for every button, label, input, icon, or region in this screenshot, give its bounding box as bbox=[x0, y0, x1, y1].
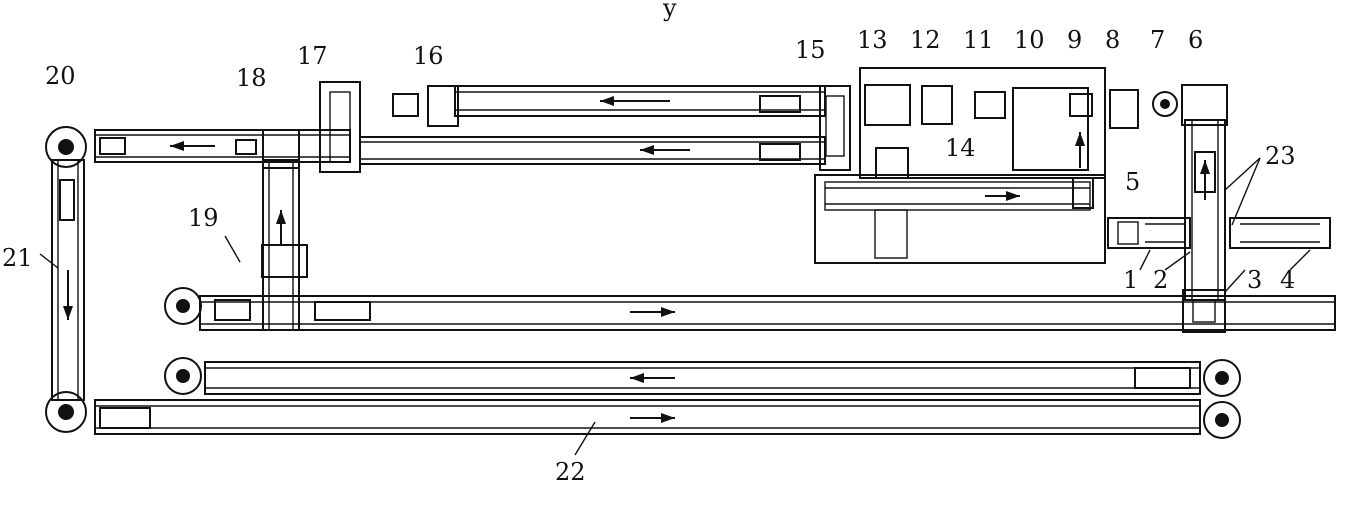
label-22: 22 bbox=[555, 458, 586, 486]
label-23: 23 bbox=[1265, 142, 1296, 170]
conveyor-return-upper bbox=[204, 361, 1201, 395]
leader-lines bbox=[39, 157, 1311, 456]
machine-housing bbox=[814, 67, 1106, 264]
label-1: 1 bbox=[1123, 266, 1138, 294]
label-11: 11 bbox=[963, 26, 994, 54]
conveyor-22-bottom bbox=[94, 399, 1201, 435]
label-16: 16 bbox=[413, 42, 444, 70]
label-18: 18 bbox=[236, 64, 267, 92]
flow-arrows bbox=[63, 96, 1210, 423]
label-5: 5 bbox=[1125, 168, 1140, 196]
wheels bbox=[45, 91, 1241, 439]
label-8: 8 bbox=[1105, 26, 1120, 54]
actuators-1-4 bbox=[1107, 217, 1331, 249]
label-17: 17 bbox=[297, 42, 328, 70]
conveyor-23-vertical bbox=[1181, 84, 1228, 333]
conveyor-left-top bbox=[94, 129, 351, 163]
label-7: 7 bbox=[1150, 26, 1165, 54]
label-15: 15 bbox=[795, 36, 826, 64]
label-19: 19 bbox=[188, 204, 219, 232]
conveyor-21-vertical bbox=[51, 159, 85, 401]
conveyor-middle bbox=[359, 136, 826, 165]
label-21: 21 bbox=[2, 244, 33, 272]
label-6: 6 bbox=[1188, 26, 1203, 54]
drive-units bbox=[59, 81, 1216, 429]
label-2: 2 bbox=[1153, 266, 1168, 294]
title-fragment: y bbox=[662, 0, 677, 22]
label-4: 4 bbox=[1280, 266, 1295, 294]
label-13: 13 bbox=[857, 26, 888, 54]
label-9: 9 bbox=[1067, 26, 1082, 54]
label-14: 14 bbox=[945, 134, 976, 162]
label-10: 10 bbox=[1014, 26, 1045, 54]
conveyor-upper bbox=[454, 85, 826, 117]
callout-labels: 1 2 3 4 5 6 7 8 9 10 11 12 13 14 15 16 1… bbox=[2, 26, 1296, 486]
label-20: 20 bbox=[45, 62, 76, 90]
label-3: 3 bbox=[1247, 266, 1262, 294]
label-12: 12 bbox=[910, 26, 941, 54]
